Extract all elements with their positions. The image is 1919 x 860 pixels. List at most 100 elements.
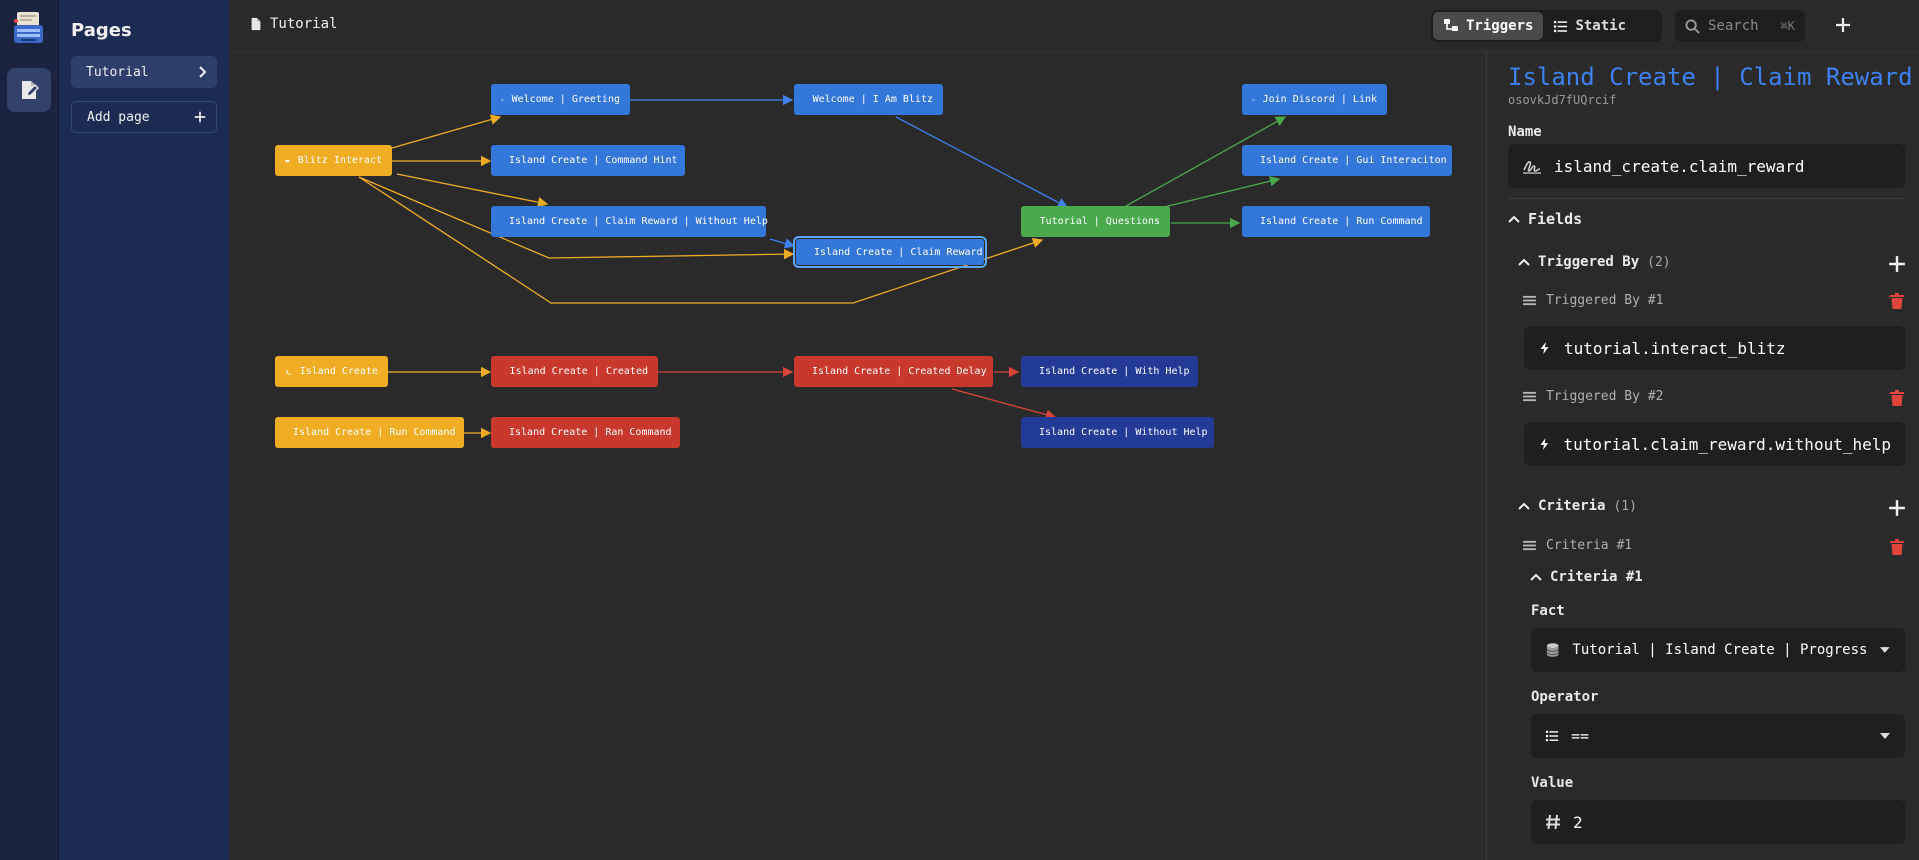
- chat-icon: [501, 94, 504, 106]
- search-input[interactable]: Search ⌘K: [1675, 10, 1805, 42]
- handshake-icon: [285, 155, 290, 167]
- node-welcome-greeting[interactable]: Welcome | Greeting: [491, 84, 630, 115]
- node-label: Island Create | Created Delay: [812, 366, 987, 377]
- triggered-by-toggle[interactable]: Triggered By (2): [1518, 254, 1671, 270]
- fields-toggle[interactable]: Fields: [1508, 210, 1582, 228]
- name-value: island_create.claim_reward: [1554, 156, 1805, 176]
- drag-handle-icon[interactable]: [1523, 540, 1536, 551]
- pages-heading: Pages: [71, 20, 132, 41]
- graph-edges: [358, 94, 1287, 439]
- page-item-tutorial[interactable]: Tutorial: [71, 56, 217, 88]
- node-label: Island Create | Created: [509, 366, 648, 377]
- node-label: Island Create | Gui Interaciton: [1260, 155, 1447, 166]
- node-command-hint[interactable]: Island Create | Command Hint: [491, 145, 685, 176]
- triggered-by-item-header: Triggered By #1: [1523, 293, 1663, 308]
- list-icon: [1545, 729, 1559, 743]
- criteria-toggle[interactable]: Criteria (1): [1518, 498, 1637, 514]
- add-trigger-button[interactable]: [1888, 255, 1906, 273]
- tree-icon: [1443, 18, 1459, 34]
- triggered-by-label: Triggered By: [1538, 254, 1640, 270]
- node-label: Island Create | Command Hint: [509, 155, 678, 166]
- operator-select[interactable]: ==: [1531, 714, 1905, 758]
- node-ran-command[interactable]: Island Create | Ran Command: [491, 417, 680, 448]
- pages-nav-button[interactable]: [7, 68, 51, 112]
- node-claim-reward-without-help[interactable]: Island Create | Claim Reward | Without H…: [491, 206, 768, 237]
- node-blitz-interact[interactable]: Blitz Interact: [275, 145, 392, 176]
- edge: [951, 388, 1057, 420]
- node-claim-reward[interactable]: Island Create | Claim Reward: [793, 236, 987, 268]
- tab-static[interactable]: Static: [1543, 12, 1636, 40]
- tab-triggers-label: Triggers: [1466, 18, 1534, 34]
- operator-label: Operator: [1531, 689, 1599, 705]
- add-criteria-button[interactable]: [1888, 499, 1906, 517]
- node-gui-interaction[interactable]: Island Create | Gui Interaciton: [1242, 145, 1452, 176]
- drag-handle-icon[interactable]: [1523, 391, 1536, 402]
- delete-icon[interactable]: [1890, 539, 1904, 555]
- search-shortcut: ⌘K: [1780, 19, 1795, 33]
- node-label: Island Create | Claim Reward: [814, 246, 983, 258]
- signature-icon: [1522, 158, 1542, 174]
- tab-triggers[interactable]: Triggers: [1433, 12, 1544, 40]
- criteria-count: (1): [1613, 498, 1637, 514]
- bolt-icon: [501, 366, 502, 378]
- add-page-label: Add page: [87, 109, 150, 125]
- node-created[interactable]: Island Create | Created: [491, 356, 658, 387]
- fields-label: Fields: [1528, 210, 1583, 228]
- caret-down-icon: [1879, 646, 1891, 654]
- node-label: Island Create | Run Command: [293, 427, 456, 438]
- fact-label: Fact: [1531, 603, 1565, 619]
- node-without-help[interactable]: Island Create | Without Help: [1021, 417, 1214, 448]
- chevron-up-icon: [1518, 258, 1530, 266]
- delete-icon[interactable]: [1890, 390, 1904, 406]
- node-created-delay[interactable]: Island Create | Created Delay: [794, 356, 993, 387]
- fact-select[interactable]: Tutorial | Island Create | Progress: [1531, 628, 1905, 672]
- node-label: Island Create | Claim Reward | Without H…: [509, 216, 768, 227]
- top-bar: Tutorial Triggers Static Search ⌘K: [229, 0, 1919, 52]
- app-logo-icon[interactable]: [12, 11, 45, 46]
- name-field[interactable]: island_create.claim_reward: [1508, 144, 1905, 188]
- node-island-create[interactable]: Island Create: [275, 356, 388, 387]
- node-label: Welcome | I Am Blitz: [812, 94, 933, 105]
- node-label: Island Create: [299, 366, 378, 377]
- chat-icon: [1252, 94, 1255, 106]
- page-item-label: Tutorial: [86, 64, 149, 80]
- terminal-icon: [285, 366, 292, 378]
- node-tutorial-questions[interactable]: Tutorial | Questions: [1021, 206, 1170, 237]
- graph-canvas[interactable]: Welcome | Greeting Welcome | I Am Blitz …: [229, 53, 1486, 860]
- node-label: Blitz Interact: [297, 155, 382, 166]
- view-switch: Triggers Static: [1431, 10, 1662, 42]
- entry-id[interactable]: osovkJd7fUQrcif: [1508, 93, 1617, 107]
- list-icon: [1553, 19, 1568, 34]
- add-entry-button[interactable]: [1831, 13, 1855, 37]
- value-input[interactable]: 2: [1531, 800, 1905, 844]
- edge: [358, 176, 1044, 304]
- hash-icon: [1545, 814, 1561, 830]
- triggered-by-value: tutorial.interact_blitz: [1564, 338, 1786, 358]
- node-run-command[interactable]: Island Create | Run Command: [1242, 206, 1430, 237]
- node-label: Welcome | Greeting: [511, 94, 620, 105]
- node-join-discord-link[interactable]: Join Discord | Link: [1242, 84, 1387, 115]
- node-welcome-i-am-blitz[interactable]: Welcome | I Am Blitz: [794, 84, 943, 115]
- triggered-by-field[interactable]: tutorial.interact_blitz: [1524, 326, 1905, 370]
- node-label: Island Create | Ran Command: [509, 427, 672, 438]
- value-label: Value: [1531, 775, 1574, 791]
- triggered-by-item-label: Triggered By #1: [1546, 293, 1664, 308]
- node-island-create-run-command[interactable]: Island Create | Run Command: [275, 417, 464, 448]
- delete-icon[interactable]: [1890, 293, 1904, 309]
- caret-down-icon: [1879, 732, 1891, 740]
- chevron-up-icon: [1508, 215, 1520, 223]
- edge: [895, 116, 1069, 208]
- criteria-item-toggle[interactable]: Criteria #1: [1530, 569, 1643, 585]
- chevron-right-icon: [199, 66, 207, 78]
- tab-static-label: Static: [1575, 18, 1627, 34]
- add-page-button[interactable]: Add page: [71, 101, 217, 133]
- triggered-by-value: tutorial.claim_reward.without_help: [1563, 434, 1891, 454]
- triggered-by-field[interactable]: tutorial.claim_reward.without_help: [1524, 422, 1905, 466]
- edge: [391, 114, 502, 149]
- edge: [769, 238, 796, 249]
- file-icon: [249, 16, 263, 32]
- node-label: Island Create | With Help: [1039, 366, 1190, 377]
- criteria-label: Criteria: [1538, 498, 1606, 514]
- drag-handle-icon[interactable]: [1523, 295, 1536, 306]
- node-with-help[interactable]: Island Create | With Help: [1021, 356, 1198, 387]
